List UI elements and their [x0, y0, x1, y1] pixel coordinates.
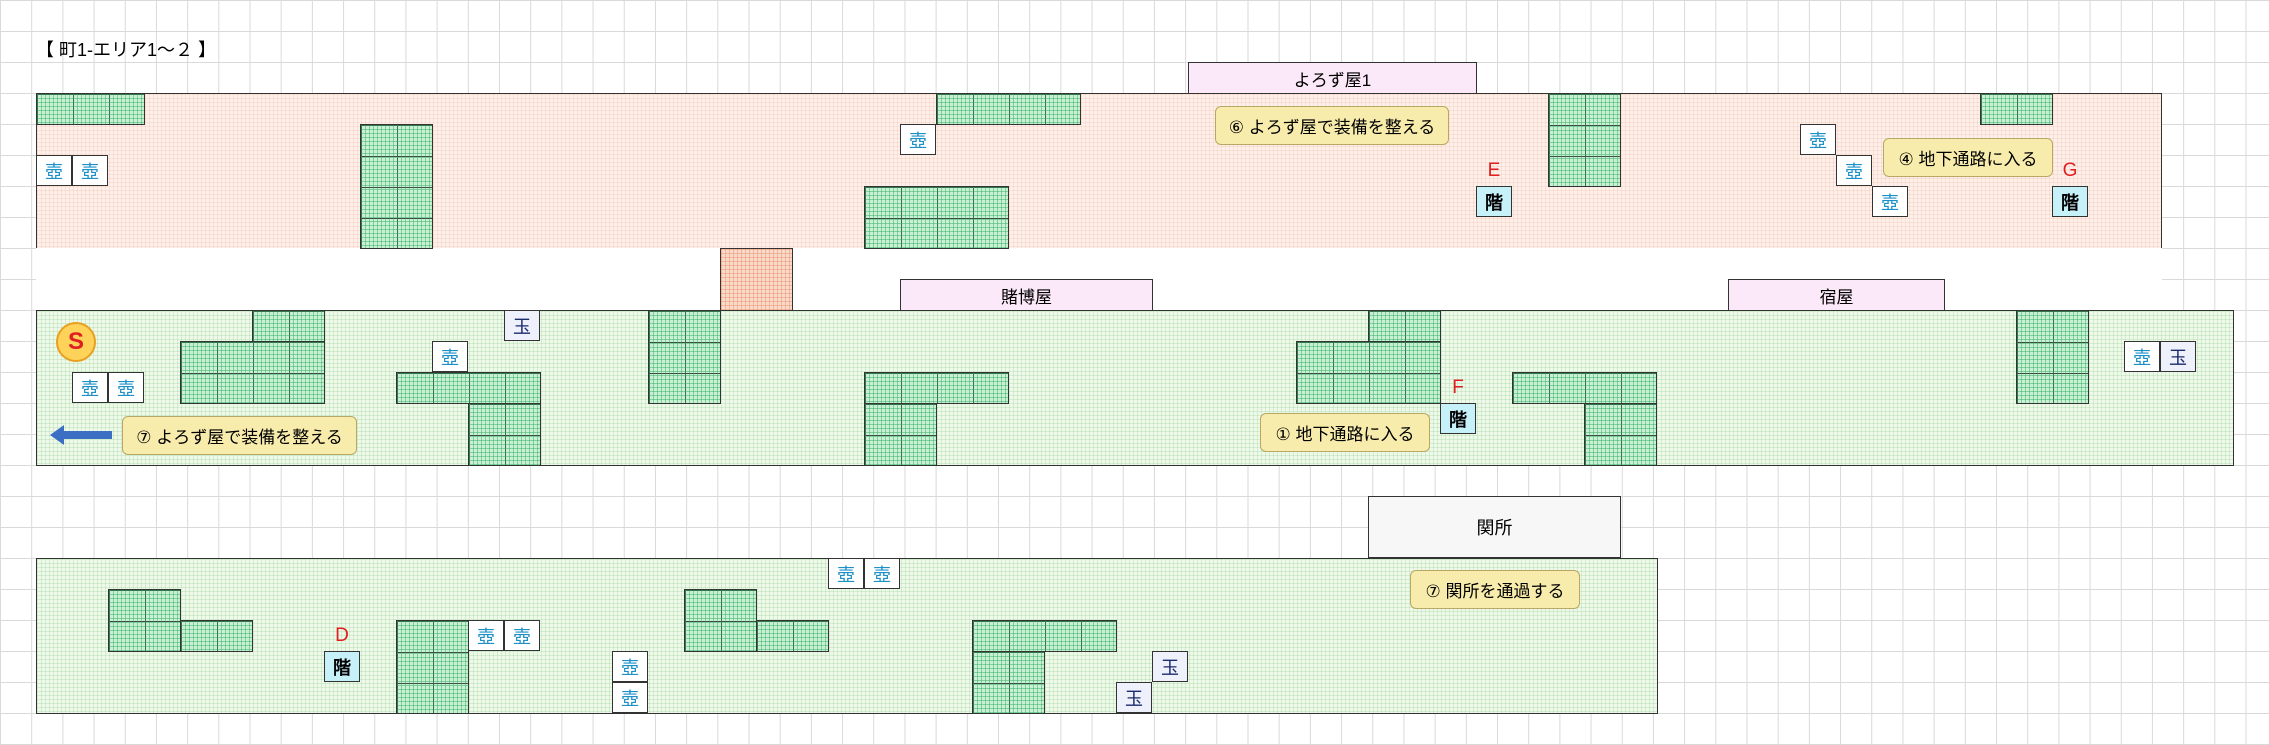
note-step-7-shop: ⑦ よろず屋で装備を整える	[122, 416, 357, 455]
stairs-icon[interactable]: 階	[324, 651, 360, 682]
tree-block	[1368, 310, 1441, 342]
tree-block	[396, 372, 541, 404]
pot-icon[interactable]: 壺	[1872, 186, 1908, 217]
tree-block	[360, 124, 433, 249]
tree-block	[864, 372, 1009, 404]
area-lower-zone	[36, 558, 1658, 714]
stairs-icon[interactable]: 階	[1476, 186, 1512, 217]
pot-icon[interactable]: 壺	[468, 620, 504, 651]
pot-icon[interactable]: 壺	[108, 372, 144, 403]
orb-icon[interactable]: 玉	[1152, 651, 1188, 682]
marker-f: F	[1452, 377, 1464, 398]
note-step-4: ④ 地下通路に入る	[1883, 138, 2053, 177]
tree-block	[684, 589, 757, 652]
road-left	[36, 248, 721, 311]
pot-icon[interactable]: 壺	[900, 124, 936, 155]
shop-yorozuya[interactable]: よろず屋1	[1188, 62, 1477, 94]
tree-block	[2016, 310, 2089, 404]
pot-icon[interactable]: 壺	[864, 558, 900, 589]
pot-icon[interactable]: 壺	[1836, 155, 1872, 186]
tree-block	[180, 620, 253, 652]
orb-icon[interactable]: 玉	[504, 310, 540, 341]
stairs-icon[interactable]: 階	[1440, 403, 1476, 434]
map-title: 【 町1-エリア1～２ 】	[36, 40, 217, 60]
tree-block	[1980, 93, 2053, 125]
marker-d: D	[335, 625, 349, 646]
tree-block	[864, 403, 937, 466]
pot-icon[interactable]: 壺	[612, 651, 648, 682]
tree-block	[1512, 372, 1657, 404]
note-step-1: ① 地下通路に入る	[1260, 413, 1430, 452]
checkpoint-sekisho[interactable]: 関所	[1368, 496, 1621, 558]
start-marker: S	[56, 322, 96, 362]
marker-e: E	[1487, 160, 1501, 181]
tree-block	[756, 620, 829, 652]
pot-icon[interactable]: 壺	[36, 155, 72, 186]
stairs-icon[interactable]: 階	[2052, 186, 2088, 217]
shop-tobakuya[interactable]: 賭博屋	[900, 279, 1153, 311]
marker-g: G	[2062, 160, 2078, 181]
shop-yadoya[interactable]: 宿屋	[1728, 279, 1945, 311]
pot-icon[interactable]: 壺	[2124, 341, 2160, 372]
area-middle-zone	[36, 310, 2234, 466]
tree-block	[972, 620, 1117, 652]
pot-icon[interactable]: 壺	[504, 620, 540, 651]
tree-block	[972, 651, 1045, 714]
tree-block	[180, 341, 325, 404]
orb-icon[interactable]: 玉	[1116, 682, 1152, 713]
tree-block	[108, 589, 181, 652]
pot-icon[interactable]: 壺	[72, 372, 108, 403]
tree-block	[936, 93, 1081, 125]
arrow-left-icon	[50, 425, 112, 445]
pot-icon[interactable]: 壺	[72, 155, 108, 186]
tree-block	[396, 620, 469, 714]
tree-block	[1584, 403, 1657, 466]
tree-block	[648, 310, 721, 404]
pot-icon[interactable]: 壺	[612, 682, 648, 713]
tree-block	[468, 403, 541, 466]
tree-block	[36, 93, 145, 125]
tree-block	[864, 186, 1009, 249]
pot-icon[interactable]: 壺	[828, 558, 864, 589]
pot-icon[interactable]: 壺	[1800, 124, 1836, 155]
tree-block	[252, 310, 325, 342]
orb-icon[interactable]: 玉	[2160, 341, 2196, 372]
connector-path	[720, 248, 793, 311]
note-step-6: ⑥ よろず屋で装備を整える	[1215, 106, 1449, 145]
note-step-7-gate: ⑦ 関所を通過する	[1410, 570, 1580, 609]
tree-block	[1296, 341, 1441, 404]
pot-icon[interactable]: 壺	[432, 341, 468, 372]
tree-block	[1548, 93, 1621, 187]
